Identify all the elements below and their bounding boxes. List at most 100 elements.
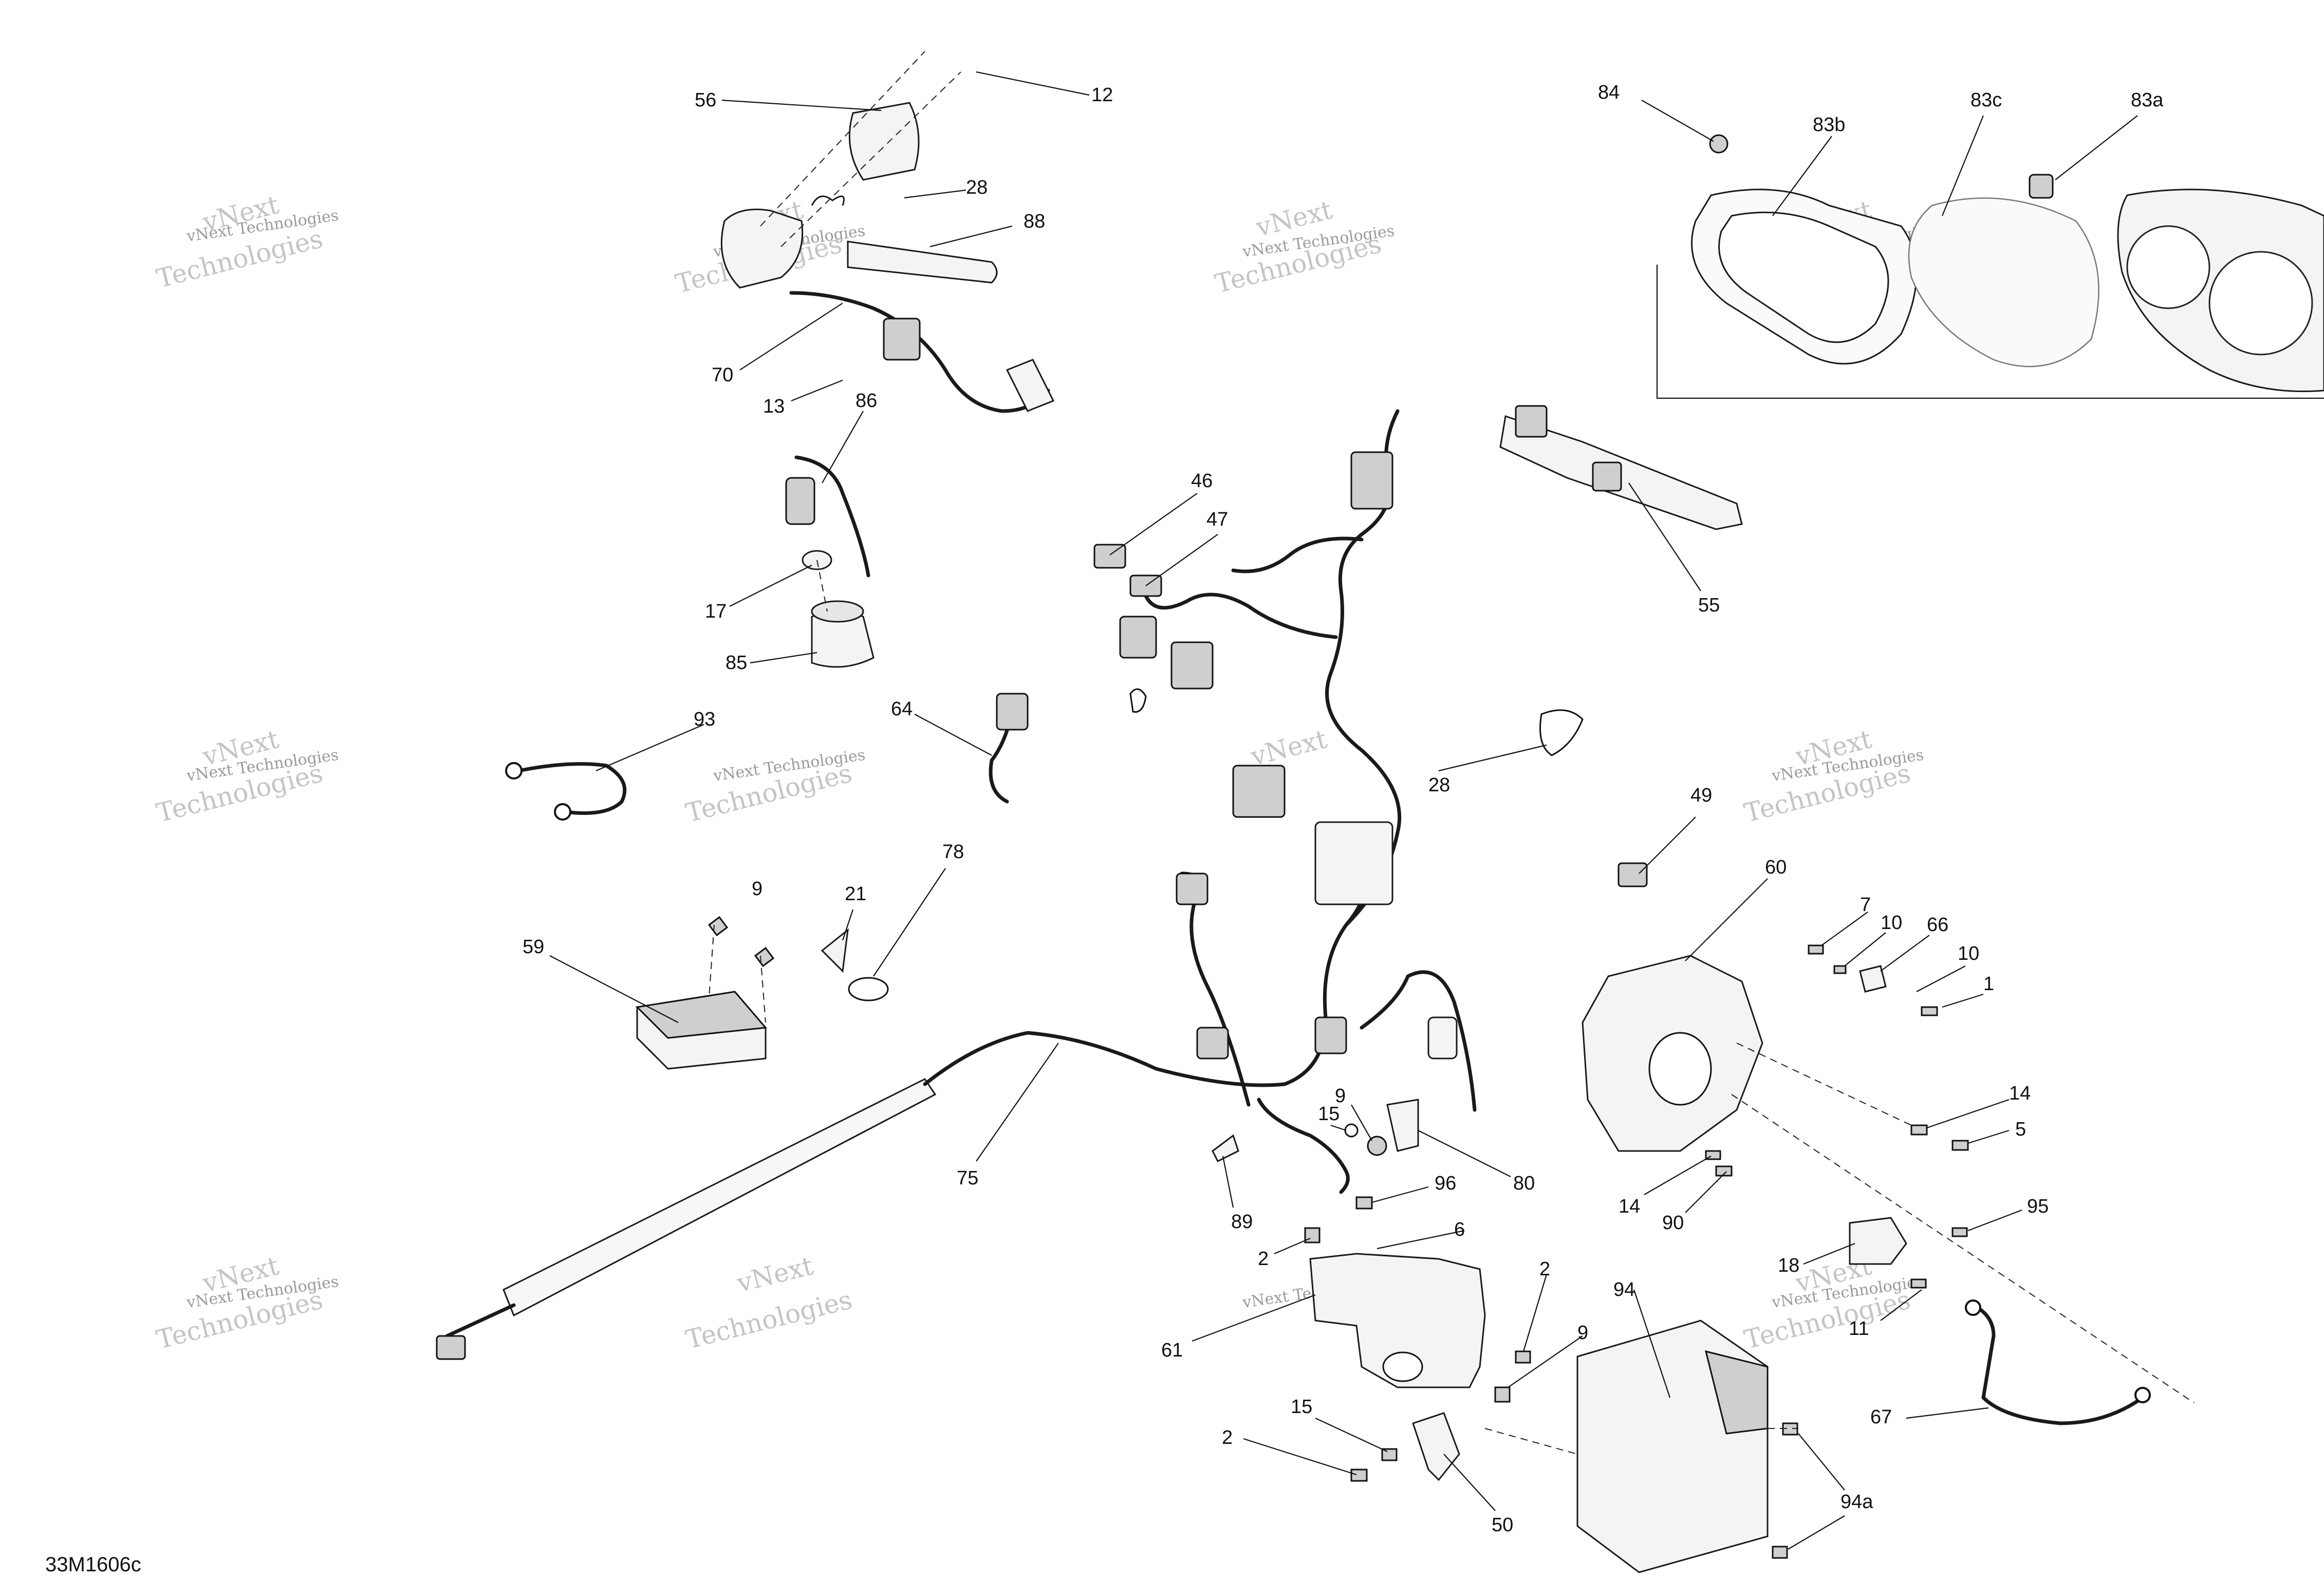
connector-cover-46	[1093, 544, 1126, 569]
fuse-relay-box	[1314, 821, 1393, 905]
cluster-connector	[2029, 174, 2054, 199]
ecm-mount-61	[1309, 1253, 1486, 1388]
connector-49	[1617, 862, 1648, 887]
cluster-lens-83c	[1908, 197, 2099, 367]
clamp-28	[1539, 709, 1584, 756]
part-label: 60	[1765, 857, 1787, 878]
assembly-line	[1731, 1094, 2195, 1403]
boot-80	[1386, 1099, 1419, 1152]
washer-15	[1381, 1448, 1398, 1461]
part-label: 64	[891, 698, 913, 720]
screw-2	[1304, 1227, 1321, 1243]
washer-15	[1344, 1123, 1359, 1138]
leader-2	[1243, 1438, 1357, 1476]
leader-56	[721, 99, 882, 112]
part-label: 17	[705, 601, 727, 622]
leader-15	[1315, 1418, 1388, 1452]
leader-18	[1803, 1242, 1855, 1265]
leader-78	[873, 868, 946, 977]
part-label: 95	[2027, 1196, 2049, 1217]
part-label: 10	[1881, 912, 1902, 934]
screw-94a	[1772, 1546, 1788, 1559]
leader-94a	[1788, 1515, 1845, 1550]
assembly-lines	[709, 51, 2195, 1455]
leader-lines	[549, 71, 2138, 1550]
part-label: 67	[1870, 1406, 1892, 1428]
mount-opening	[1382, 1351, 1423, 1382]
part-label: 55	[1698, 595, 1720, 616]
nut-9	[708, 916, 729, 937]
main-harness-75	[436, 409, 1584, 1360]
watermark: vNext Technologies Technologies vNext	[154, 1251, 340, 1355]
harness-trunk	[445, 1031, 1287, 1338]
part-label: 56	[695, 89, 716, 111]
harness-connector	[1350, 451, 1393, 510]
leader-90	[1685, 1171, 1727, 1213]
fasteners	[1304, 944, 1969, 1559]
leader-84	[1641, 100, 1714, 142]
ground-cable-93	[517, 762, 627, 815]
strap-eyelet	[1965, 1299, 1981, 1316]
leader-47	[1145, 534, 1218, 586]
part-label: 78	[942, 841, 964, 863]
switch-plug	[1006, 359, 1055, 412]
relay-connector	[1515, 405, 1548, 438]
harness-clip	[1129, 688, 1147, 713]
sensor-18	[1849, 1217, 1907, 1265]
switch-cover-56	[848, 102, 920, 181]
watermarks: vNext Technologies Technologies vNext vN…	[154, 190, 1935, 1355]
leader-9	[1508, 1335, 1583, 1388]
part-label: 13	[763, 396, 785, 417]
screw-84	[1709, 134, 1728, 154]
nut-2	[1515, 1350, 1531, 1364]
part-label: 46	[1191, 470, 1213, 492]
relay-connector	[1592, 461, 1622, 492]
screw-2	[1350, 1469, 1368, 1482]
leader-14	[1644, 1156, 1712, 1195]
harness-branch-upper-left	[1144, 592, 1338, 639]
grip-88	[847, 240, 998, 284]
leader-80	[1418, 1130, 1511, 1177]
part-label: 86	[856, 390, 877, 412]
cable-eyelet	[505, 762, 523, 779]
tether-cap	[785, 477, 815, 525]
watermark: vNext Technologies Technologies vNext	[154, 724, 340, 828]
part-label: 47	[1206, 509, 1228, 530]
key-switch-group	[785, 455, 875, 668]
leader-59	[549, 955, 679, 1023]
part-label: 12	[1091, 84, 1113, 106]
leader-28	[1438, 744, 1547, 772]
ecm-bracket-group	[1309, 862, 2151, 1573]
strap-eyelet	[2134, 1387, 2151, 1403]
washer-14	[1910, 1124, 1928, 1136]
harness-branch-upper	[1231, 536, 1364, 573]
leader-21	[842, 909, 854, 941]
leader-94	[1633, 1289, 1671, 1398]
part-label: 66	[1927, 914, 1948, 936]
part-label: 94	[1613, 1279, 1635, 1301]
key-switch-top	[811, 600, 864, 623]
clamp-28	[811, 195, 845, 206]
watermark-text: vNext	[1248, 724, 1330, 772]
leader-55	[1628, 482, 1701, 591]
part-labels: 56 12 28 88 70 13 86 17 85 93 64 9 21 78…	[523, 82, 2164, 1536]
watermark: vNext Technologies Technologies vNext	[154, 190, 340, 294]
connector-64	[996, 693, 1029, 731]
part-label: 83a	[2131, 89, 2164, 111]
leader-83a	[2055, 115, 2138, 180]
harness-connector	[1232, 765, 1286, 818]
harness-connector	[1176, 872, 1209, 905]
cluster-group-border	[1656, 265, 2324, 399]
watermark: vNext Technologies Technologies vNext	[683, 1251, 1396, 1355]
leader-7	[1821, 912, 1868, 946]
leader-49	[1639, 816, 1696, 874]
leader-50	[1443, 1454, 1496, 1511]
leader-94a	[1798, 1433, 1845, 1491]
part-label: 9	[1335, 1085, 1346, 1107]
grommet-78	[848, 977, 889, 1001]
part-label: 15	[1318, 1103, 1340, 1125]
part-label: 94a	[1840, 1491, 1873, 1513]
part-label: 93	[694, 709, 715, 730]
leader-28	[904, 189, 966, 199]
part-label: 75	[957, 1167, 978, 1189]
